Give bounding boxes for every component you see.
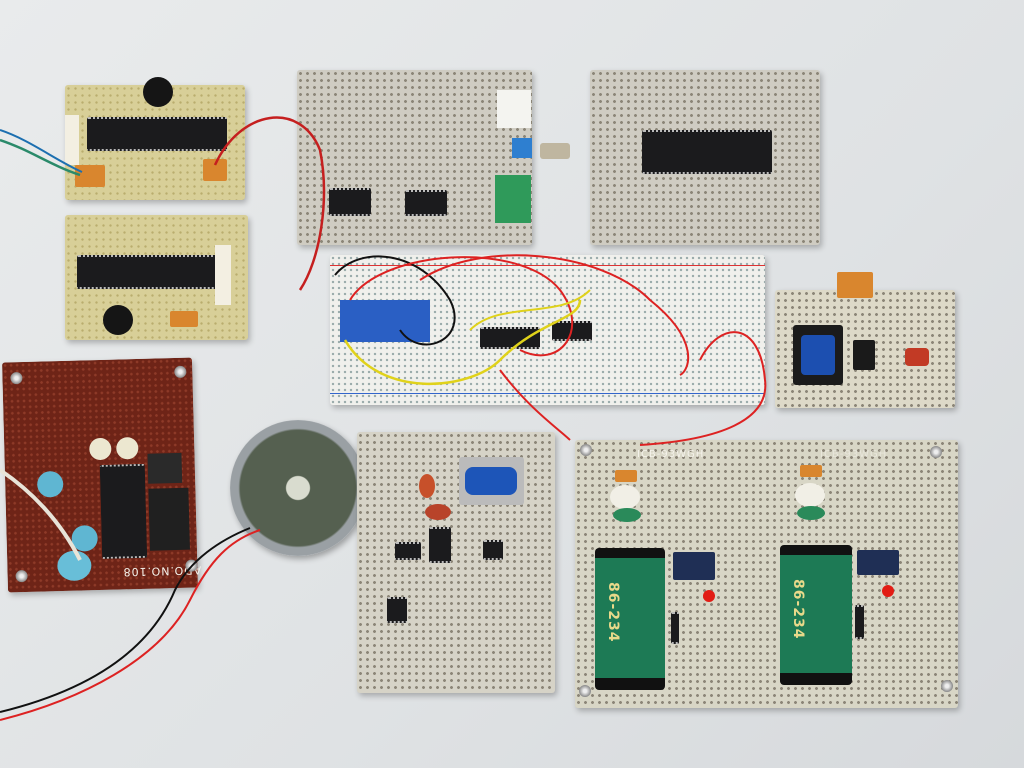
spark-gap xyxy=(610,485,640,509)
varistor xyxy=(613,508,641,522)
mcu-perfboard xyxy=(590,70,820,245)
wire-red xyxy=(213,116,326,291)
sensor-perfboard xyxy=(357,432,555,693)
relay xyxy=(673,552,715,580)
potentiometer-knob xyxy=(540,143,570,159)
trimmer xyxy=(512,138,532,158)
microcontroller-board-a xyxy=(65,77,245,200)
relay-board: ICB-93WGH ICB-93WGH 86-234 86-234 xyxy=(575,440,958,708)
dip-ic xyxy=(480,327,540,349)
wire-red xyxy=(639,331,767,446)
transformer xyxy=(793,325,843,385)
audio-module xyxy=(495,175,531,223)
board-label-left: ICB-93WGH xyxy=(637,449,705,460)
arduino-nano xyxy=(340,300,430,342)
dip-40-ic xyxy=(642,130,772,174)
header-socket xyxy=(215,245,231,305)
led xyxy=(703,590,715,602)
ic xyxy=(483,540,503,560)
wire-yellow xyxy=(343,299,582,386)
battery-pack-right: 86-234 xyxy=(780,545,852,685)
microcontroller-board-b xyxy=(65,215,248,340)
wire-red xyxy=(0,529,261,721)
connector xyxy=(800,465,822,477)
relay xyxy=(857,550,899,575)
ic xyxy=(429,527,451,563)
dip-ic xyxy=(405,190,447,216)
capacitor xyxy=(425,504,451,520)
header-socket xyxy=(65,115,79,165)
buzzer xyxy=(143,77,173,107)
wire-green xyxy=(0,138,81,177)
dip-ic xyxy=(329,188,371,216)
audio-perfboard xyxy=(297,70,532,245)
capacitor xyxy=(905,348,929,366)
connector xyxy=(615,470,637,482)
wire-yellow xyxy=(469,289,591,331)
wire-black xyxy=(0,527,251,713)
audio-jack xyxy=(497,90,531,128)
led xyxy=(882,585,894,597)
wire-blue xyxy=(0,129,83,173)
dip-ic xyxy=(87,117,227,151)
coil-module xyxy=(459,457,524,505)
wire-red xyxy=(419,254,690,376)
component xyxy=(855,605,864,639)
ic xyxy=(395,542,421,560)
spark-gap xyxy=(795,483,825,507)
varistor xyxy=(797,506,825,520)
ic xyxy=(387,597,407,623)
wire-white xyxy=(0,468,82,561)
board-label-right: ICB-93WGH xyxy=(820,449,888,460)
wire-red xyxy=(499,369,571,441)
connector xyxy=(75,165,105,187)
wire-red xyxy=(349,256,574,357)
dip-ic xyxy=(77,255,217,289)
component xyxy=(671,612,679,644)
connector xyxy=(203,159,227,181)
battery-pack-left: 86-234 xyxy=(595,548,665,690)
capacitor xyxy=(419,474,435,498)
buzzer xyxy=(103,305,133,335)
component xyxy=(853,340,875,370)
connector xyxy=(170,311,198,327)
terminal-block xyxy=(837,272,873,298)
wire-black xyxy=(334,255,456,346)
transformer-board xyxy=(775,272,955,408)
